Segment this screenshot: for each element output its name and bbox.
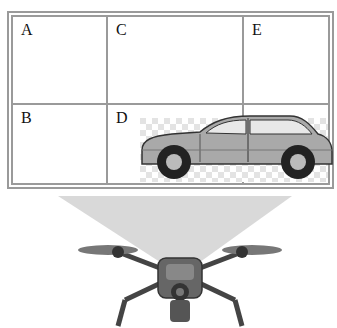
grid-frame-inner (12, 16, 329, 184)
drone-illustration (78, 245, 282, 326)
grid-line (12, 103, 329, 105)
grid-cell: C (107, 16, 243, 104)
cell-label: E (252, 21, 262, 39)
grid-cell: E (243, 16, 329, 104)
camera-view-cone (58, 196, 292, 262)
cell-label: C (116, 21, 127, 39)
grid-frame (8, 12, 333, 188)
grid-line (106, 16, 108, 184)
grid-cell: D (107, 104, 243, 184)
cell-label: D (116, 109, 128, 127)
grid-cell: B (12, 104, 107, 184)
cell-label: B (21, 109, 32, 127)
grid-cell: A (12, 16, 107, 104)
car-illustration (140, 116, 332, 182)
cell-label: A (21, 21, 33, 39)
